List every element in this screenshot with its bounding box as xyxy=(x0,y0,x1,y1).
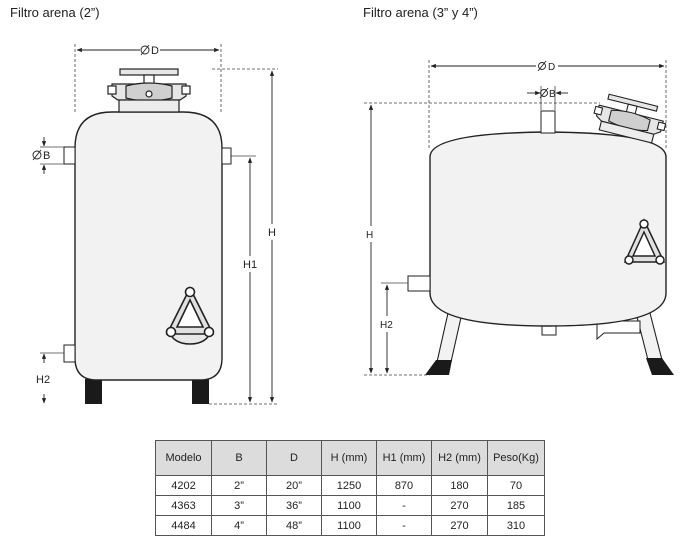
header-peso: Peso(Kg) xyxy=(487,440,545,476)
left-filter-inlet-b xyxy=(63,146,76,165)
header-h1: H1 (mm) xyxy=(376,440,432,476)
cell-h: 1250 xyxy=(321,475,377,496)
right-filter-valve xyxy=(593,93,667,144)
table-header-row: Modelo B D H (mm) H1 (mm) H2 (mm) Peso(K… xyxy=(155,440,545,476)
left-filter-outlet xyxy=(221,147,232,165)
header-h2: H2 (mm) xyxy=(431,440,488,476)
left-h-label: H xyxy=(268,227,276,239)
right-filter-leg-right xyxy=(635,312,663,361)
table-row: 4363 3” 36” 1100 - 270 185 xyxy=(155,495,545,516)
right-filter-foot-right xyxy=(646,358,674,375)
left-filter-leg-left xyxy=(85,379,102,404)
left-filter-manway xyxy=(165,286,215,345)
specifications-table: Modelo B D H (mm) H1 (mm) H2 (mm) Peso(K… xyxy=(155,440,545,536)
cell-d: 20” xyxy=(266,475,322,496)
cell-modelo: 4202 xyxy=(155,475,212,496)
right-diameter-label: D xyxy=(548,62,555,73)
header-h: H (mm) xyxy=(321,440,377,476)
cell-h1: - xyxy=(376,495,432,516)
right-filter-inlet-b xyxy=(540,110,556,134)
right-b-label: B xyxy=(549,89,556,100)
cell-peso: 185 xyxy=(487,495,545,516)
right-filter-drawing: D B H H2 xyxy=(364,60,674,376)
header-modelo: Modelo xyxy=(155,440,212,476)
cell-h2: 270 xyxy=(431,515,488,536)
header-d: D xyxy=(266,440,322,476)
cell-modelo: 4363 xyxy=(155,495,212,516)
cell-peso: 310 xyxy=(487,515,545,536)
left-diameter-label: D xyxy=(151,45,159,57)
left-filter-title: Filtro arena (2”) xyxy=(10,5,100,20)
table-row: 4202 2” 20” 1250 870 180 70 xyxy=(155,475,545,496)
right-filter-drain xyxy=(407,275,431,292)
cell-d: 48” xyxy=(266,515,322,536)
right-filter-manway xyxy=(623,218,666,265)
cell-h1: - xyxy=(376,515,432,536)
cell-h1: 870 xyxy=(376,475,432,496)
cell-h: 1100 xyxy=(321,515,377,536)
left-filter-leg-right xyxy=(192,379,209,404)
left-h2-label: H2 xyxy=(36,374,50,386)
right-filter-title: Filtro arena (3” y 4”) xyxy=(363,5,478,20)
cell-b: 3” xyxy=(211,495,267,516)
header-b: B xyxy=(211,440,267,476)
cell-modelo: 4484 xyxy=(155,515,212,536)
right-h2-label: H2 xyxy=(380,320,393,331)
right-filter-bottom-manifold xyxy=(596,320,641,341)
cell-b: 2” xyxy=(211,475,267,496)
cell-peso: 70 xyxy=(487,475,545,496)
left-filter-valve xyxy=(107,68,191,113)
right-filter-leg-left xyxy=(436,312,463,363)
left-b-label: B xyxy=(43,150,50,162)
table-row: 4484 4” 48” 1100 - 270 310 xyxy=(155,515,545,536)
technical-drawing: D B H H1 H2 xyxy=(32,44,674,405)
right-h-label: H xyxy=(366,230,373,241)
cell-h2: 180 xyxy=(431,475,488,496)
left-filter-drawing: D B H H1 H2 xyxy=(32,44,278,405)
cell-d: 36” xyxy=(266,495,322,516)
cell-h2: 270 xyxy=(431,495,488,516)
left-filter-drain xyxy=(63,344,76,363)
right-filter-tank xyxy=(429,131,667,327)
left-h1-label: H1 xyxy=(243,259,257,271)
cell-h: 1100 xyxy=(321,495,377,516)
right-filter-foot-left xyxy=(425,360,452,375)
cell-b: 4” xyxy=(211,515,267,536)
